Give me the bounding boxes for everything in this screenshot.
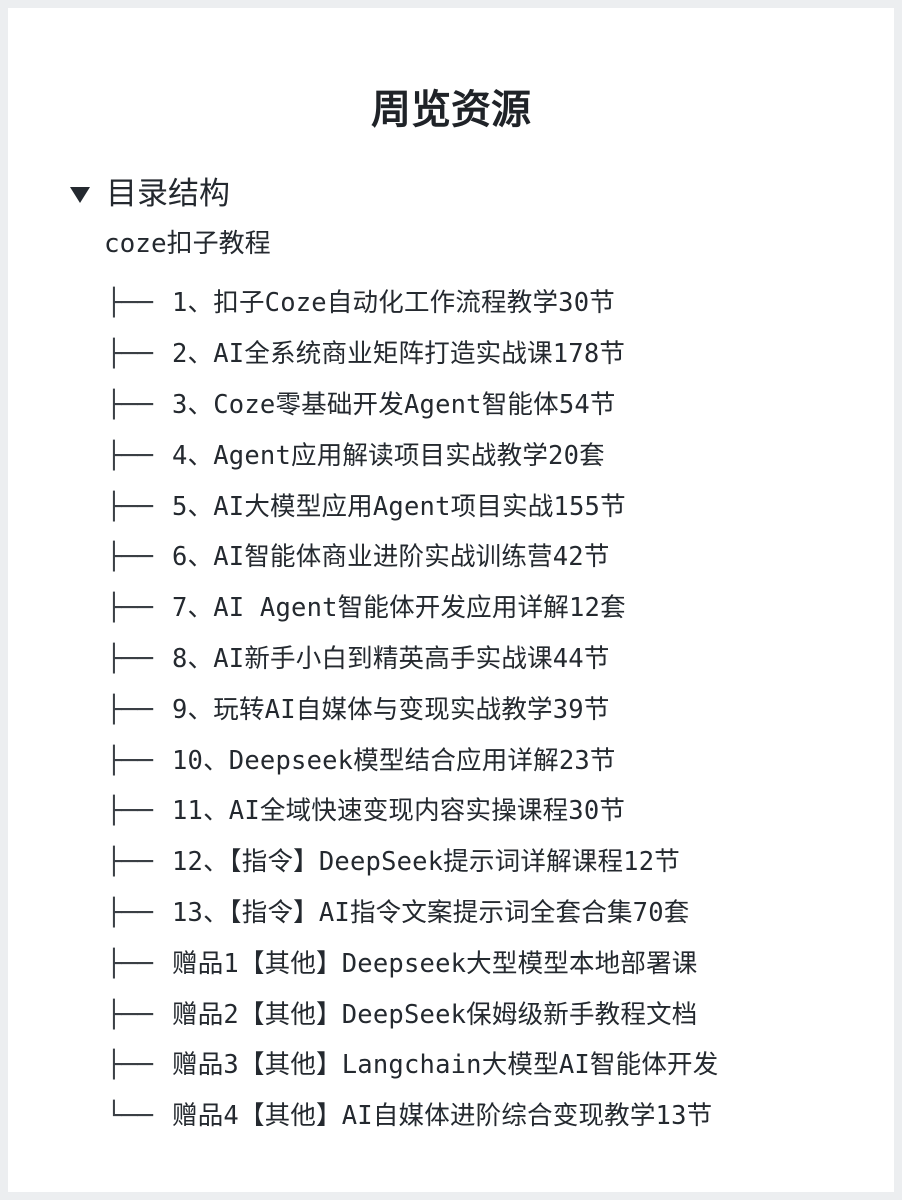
tree-item-label: 11、AI全域快速变现内容实操课程30节: [172, 796, 626, 827]
tree-branch-glyph: ├──: [106, 339, 153, 370]
tree-branch-glyph: ├──: [106, 847, 153, 878]
document-page: 周览资源 目录结构 coze扣子教程 ├── 1、扣子Coze自动化工作流程教学…: [8, 8, 894, 1192]
tree-row: ├── 2、AI全系统商业矩阵打造实战课178节: [106, 329, 718, 380]
tree-row: ├── 赠品1【其他】Deepseek大型模型本地部署课: [106, 938, 718, 989]
tree-branch-glyph: ├──: [106, 542, 153, 573]
tree-item-label: 10、Deepseek模型结合应用详解23节: [172, 745, 616, 776]
tree-item-label: 5、AI大模型应用Agent项目实战155节: [172, 491, 626, 522]
tree-item-label: 4、Agent应用解读项目实战教学20套: [172, 440, 605, 471]
tree-branch-glyph: ├──: [106, 491, 153, 522]
tree-branch-glyph: ├──: [106, 999, 153, 1030]
tree-branch-glyph: ├──: [106, 389, 153, 420]
tree-row: ├── 赠品2【其他】DeepSeek保姆级新手教程文档: [106, 989, 718, 1040]
tree-branch-glyph: ├──: [106, 796, 153, 827]
tree-root-label: coze扣子教程: [104, 229, 271, 259]
tree-branch-glyph: ├──: [106, 897, 153, 928]
tree-item-label: 12、【指令】DeepSeek提示词详解课程12节: [172, 847, 680, 878]
tree-item-label: 3、Coze零基础开发Agent智能体54节: [172, 389, 616, 420]
tree-branch-glyph: ├──: [106, 1050, 153, 1081]
tree-row: ├── 8、AI新手小白到精英高手实战课44节: [106, 634, 718, 685]
tree-item-label: 2、AI全系统商业矩阵打造实战课178节: [172, 339, 626, 370]
page-title: 周览资源: [371, 87, 531, 133]
tree-branch-glyph: ├──: [106, 948, 153, 979]
tree-row: ├── 10、Deepseek模型结合应用详解23节: [106, 735, 718, 786]
tree-item-label: 13、【指令】AI指令文案提示词全套合集70套: [172, 897, 690, 928]
tree-row: ├── 12、【指令】DeepSeek提示词详解课程12节: [106, 837, 718, 888]
tree-item-label: 赠品4【其他】AI自媒体进阶综合变现教学13节: [172, 1101, 713, 1132]
tree-branch-glyph: ├──: [106, 694, 153, 725]
section-label: 目录结构: [106, 176, 230, 212]
tree-item-label: 1、扣子Coze自动化工作流程教学30节: [172, 288, 615, 319]
tree-item-label: 7、AI Agent智能体开发应用详解12套: [172, 593, 626, 624]
tree-row: ├── 赠品3【其他】Langchain大模型AI智能体开发: [106, 1040, 718, 1091]
tree-row: └── 赠品4【其他】AI自媒体进阶综合变现教学13节: [106, 1091, 718, 1142]
section-header[interactable]: 目录结构: [70, 168, 230, 220]
tree-row: ├── 13、【指令】AI指令文案提示词全套合集70套: [106, 888, 718, 939]
tree-item-label: 6、AI智能体商业进阶实战训练营42节: [172, 542, 610, 573]
tree-row: ├── 4、Agent应用解读项目实战教学20套: [106, 430, 718, 481]
tree-row: ├── 11、AI全域快速变现内容实操课程30节: [106, 786, 718, 837]
tree-branch-glyph: ├──: [106, 288, 153, 319]
tree-branch-glyph: ├──: [106, 440, 153, 471]
tree-row: ├── 7、AI Agent智能体开发应用详解12套: [106, 583, 718, 634]
tree-item-label: 9、玩转AI自媒体与变现实战教学39节: [172, 694, 610, 725]
tree-item-label: 8、AI新手小白到精英高手实战课44节: [172, 643, 610, 674]
tree-item-label: 赠品1【其他】Deepseek大型模型本地部署课: [172, 948, 698, 979]
tree-row: ├── 3、Coze零基础开发Agent智能体54节: [106, 380, 718, 431]
tree-list: ├── 1、扣子Coze自动化工作流程教学30节 ├── 2、AI全系统商业矩阵…: [106, 278, 718, 1142]
tree-row: ├── 6、AI智能体商业进阶实战训练营42节: [106, 532, 718, 583]
tree-row: ├── 9、玩转AI自媒体与变现实战教学39节: [106, 684, 718, 735]
tree-row: ├── 5、AI大模型应用Agent项目实战155节: [106, 481, 718, 532]
tree-item-label: 赠品3【其他】Langchain大模型AI智能体开发: [172, 1050, 719, 1081]
tree-item-label: 赠品2【其他】DeepSeek保姆级新手教程文档: [172, 999, 698, 1030]
tree-branch-glyph: ├──: [106, 593, 153, 624]
tree-row: ├── 1、扣子Coze自动化工作流程教学30节: [106, 278, 718, 329]
tree-branch-glyph: ├──: [106, 745, 153, 776]
tree-branch-glyph: └──: [106, 1101, 153, 1132]
caret-down-icon[interactable]: [70, 187, 90, 203]
tree-branch-glyph: ├──: [106, 643, 153, 674]
